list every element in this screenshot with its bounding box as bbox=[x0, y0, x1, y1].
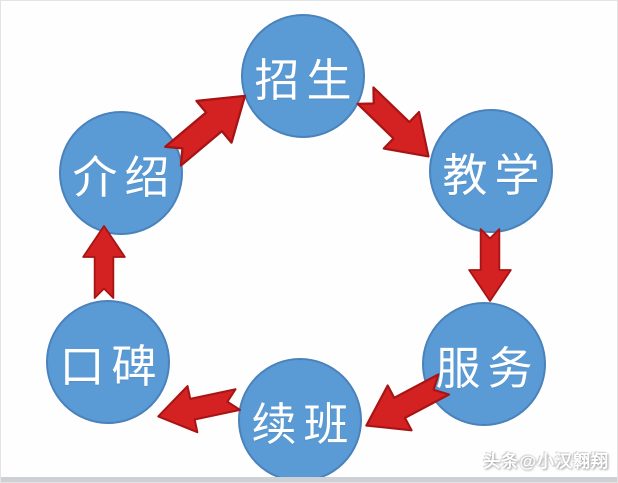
node-referral-label: 介绍 bbox=[72, 152, 177, 203]
node-service-label: 服务 bbox=[435, 343, 540, 394]
node-referral: 介绍 bbox=[59, 111, 183, 235]
arrow-service-to-renewal-icon bbox=[353, 360, 457, 451]
node-enrollment-label: 招生 bbox=[254, 55, 359, 106]
arrow-teaching-to-service-icon bbox=[467, 228, 513, 302]
watermark-text: 头条@小汉翱翔 bbox=[483, 452, 609, 471]
node-renewal-label: 续班 bbox=[251, 399, 356, 450]
node-reputation: 口碑 bbox=[46, 300, 170, 424]
node-service: 服务 bbox=[422, 302, 546, 426]
arrow-referral-to-enrollment-icon bbox=[153, 72, 265, 180]
arrow-renewal-to-reputation-icon bbox=[152, 374, 243, 442]
node-enrollment: 招生 bbox=[241, 14, 365, 138]
node-reputation-label: 口碑 bbox=[59, 341, 164, 392]
node-teaching: 教学 bbox=[429, 109, 553, 233]
node-teaching-label: 教学 bbox=[442, 150, 547, 201]
bottom-edge-strip bbox=[1, 477, 617, 482]
node-renewal: 续班 bbox=[238, 358, 362, 482]
arrow-enrollment-to-teaching-icon bbox=[346, 75, 448, 176]
arrow-reputation-to-referral-icon bbox=[81, 225, 127, 299]
